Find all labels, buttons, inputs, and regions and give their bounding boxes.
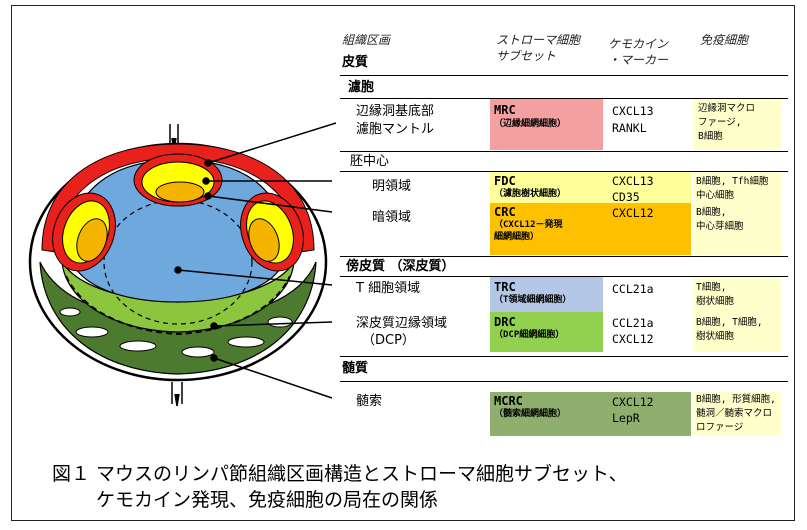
imm-fdc-1: B細胞, Tfh細胞 bbox=[696, 176, 769, 187]
chem-mcrc-2: LepR bbox=[612, 411, 640, 425]
tissue-mcrc: 髄索 bbox=[356, 394, 383, 409]
deep-cortex-dashed-outline bbox=[103, 199, 253, 325]
follicle-left bbox=[52, 192, 116, 272]
imm-mcrc-1: B細胞, 形質細胞, bbox=[696, 394, 776, 405]
tissue-germinal-center: 胚中心 bbox=[350, 154, 390, 169]
tissue-fdc: 明領域 bbox=[372, 179, 412, 194]
full-mrc: （辺縁細網細胞） bbox=[494, 119, 567, 129]
imm-bg-mrc bbox=[693, 99, 781, 150]
follicle-center bbox=[133, 153, 223, 207]
imm-mrc-3: B細胞 bbox=[698, 131, 723, 142]
imm-mrc-2: ファージ, bbox=[698, 117, 742, 128]
imm-trc-2: 樹状細胞 bbox=[696, 296, 735, 307]
header-chemokine-line2: ・マーカー bbox=[608, 53, 669, 67]
header-stromal-line1: ストローマ細胞 bbox=[496, 33, 581, 47]
cell-bg-fdc bbox=[490, 172, 603, 203]
chem-drc-1: CCL21a bbox=[612, 316, 654, 330]
imm-bg-mcrc bbox=[693, 392, 781, 436]
abbr-mcrc: MCRC bbox=[494, 394, 523, 408]
imm-bg-drc bbox=[693, 312, 781, 352]
chem-fdc-1: CXCL13 bbox=[612, 174, 654, 188]
imm-bg-trc bbox=[693, 277, 781, 312]
rule-cortex bbox=[340, 75, 788, 76]
header-tissue: 組織区画 bbox=[342, 33, 391, 47]
efferent-lymph-arrow bbox=[171, 382, 183, 407]
cell-bg-mcrc bbox=[490, 392, 603, 436]
rule-medulla bbox=[340, 381, 788, 382]
cell-bg-mrc bbox=[490, 99, 603, 150]
imm-bg-fdc bbox=[693, 172, 781, 203]
cell-bg-trc bbox=[490, 277, 603, 312]
rule-cortex-end bbox=[340, 256, 788, 257]
full-drc: （DCP細網細胞） bbox=[494, 330, 565, 340]
cell-bg-crc bbox=[490, 203, 603, 255]
tissue-mrc-line2: 濾胞マントル bbox=[356, 122, 435, 137]
imm-drc-2: 樹状細胞 bbox=[696, 331, 735, 342]
full-trc: （T領域細網細胞） bbox=[494, 295, 572, 305]
abbr-mrc: MRC bbox=[494, 103, 516, 117]
rule-paracortex-end bbox=[340, 356, 788, 357]
abbr-trc: TRC bbox=[494, 280, 516, 294]
figure-caption-line2: ケモカイン発現、免疫細胞の局在の関係 bbox=[96, 489, 439, 511]
tissue-trc: T 細胞領域 bbox=[356, 281, 421, 296]
full-fdc: （濾胞樹状細胞） bbox=[494, 189, 567, 199]
imm-crc-1: B細胞, bbox=[696, 207, 727, 218]
section-medulla: 髄質 bbox=[342, 361, 369, 376]
chem-trc-1: CCL21a bbox=[612, 282, 654, 296]
imm-fdc-2: 中心細胞 bbox=[696, 190, 735, 201]
section-follicle: 濾胞 bbox=[348, 80, 375, 95]
chem-fdc-2: CD35 bbox=[612, 190, 640, 204]
imm-drc-1: B細胞, T細胞, bbox=[696, 317, 763, 328]
imm-mcrc-3: ロファージ bbox=[696, 422, 744, 433]
imm-mrc-1: 辺縁洞マクロ bbox=[698, 103, 756, 114]
rule-germinal-center bbox=[340, 171, 788, 172]
tissue-drc-1: 深皮質辺縁領域 bbox=[356, 316, 448, 331]
header-immune: 免疫細胞 bbox=[700, 33, 749, 47]
rule-paracortex bbox=[340, 276, 788, 277]
tissue-mrc-line1: 辺縁洞基底部 bbox=[356, 104, 435, 119]
section-cortex: 皮質 bbox=[342, 55, 369, 70]
abbr-drc: DRC bbox=[494, 315, 516, 329]
abbr-crc: CRC bbox=[494, 205, 516, 219]
chem-bg-crc bbox=[603, 203, 691, 255]
abbr-fdc: FDC bbox=[494, 174, 516, 188]
chem-drc-2: CXCL12 bbox=[612, 332, 654, 346]
chem-bg-fdc bbox=[603, 172, 691, 203]
follicle-right bbox=[240, 192, 304, 272]
full-mcrc: （髄索細網細胞） bbox=[494, 409, 567, 419]
full-crc-2: 細網細胞） bbox=[494, 232, 540, 242]
imm-bg-crc bbox=[693, 203, 781, 255]
leader-lines bbox=[174, 122, 337, 399]
section-paracortex: 傍皮質 （深皮質） bbox=[346, 259, 455, 274]
dcp-dashed-border bbox=[65, 275, 291, 336]
imm-trc-1: T細胞, bbox=[696, 282, 727, 293]
header-stromal-line2: サブセット bbox=[496, 49, 557, 63]
cell-bg-drc bbox=[490, 312, 603, 352]
figure-caption-line1: 図１ マウスのリンパ節組織区画構造とストローマ細胞サブセット、 bbox=[52, 463, 628, 485]
tissue-drc-2: （DCP） bbox=[362, 333, 415, 348]
full-crc-1: （CXCL12－発現 bbox=[494, 220, 563, 230]
marginal-sinus bbox=[41, 143, 315, 253]
imm-crc-2: 中心芽細胞 bbox=[696, 221, 744, 232]
chem-bg-mcrc bbox=[603, 392, 691, 436]
chem-crc-1: CXCL12 bbox=[612, 206, 654, 220]
chem-mrc-2: RANKL bbox=[612, 121, 647, 135]
rule-follicle bbox=[340, 98, 788, 99]
rule-germinal-center-top bbox=[340, 151, 788, 152]
header-chemokine-line1: ケモカイン bbox=[608, 37, 669, 51]
imm-mcrc-2: 髄洞／髄索マクロ bbox=[696, 408, 773, 419]
chem-mcrc-1: CXCL12 bbox=[612, 395, 654, 409]
chem-mrc-1: CXCL13 bbox=[612, 104, 654, 118]
tissue-crc: 暗領域 bbox=[372, 210, 412, 225]
